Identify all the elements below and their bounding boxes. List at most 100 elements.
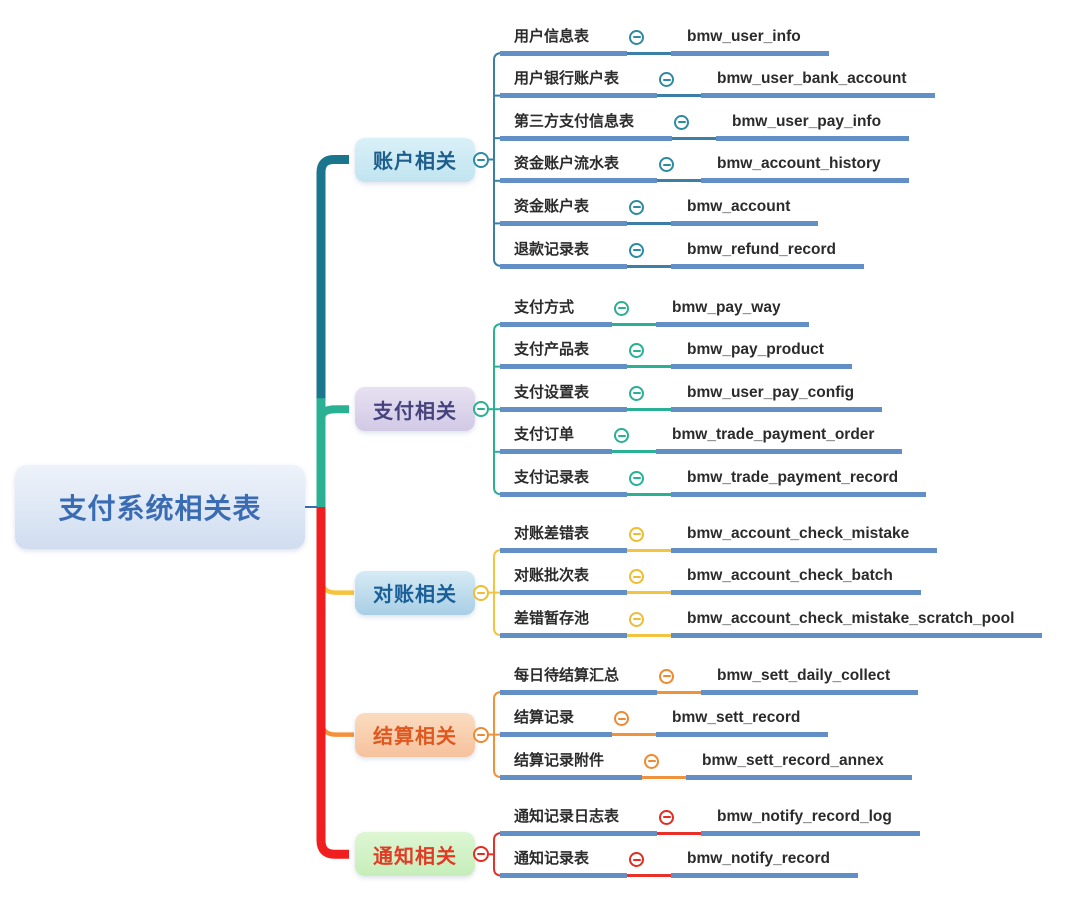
branch-node-label: 结算相关 [373,726,457,749]
collapse-minus-icon[interactable] [473,726,489,743]
child-node-label[interactable]: 通知记录日志表 [500,802,658,836]
child-row: 资金账户流水表 bmw_account_history [500,149,909,184]
child-node-label[interactable]: 支付订单 [500,420,613,455]
table-name-node[interactable]: bmw_account_check_mistake_scratch_pool [671,604,1043,638]
child-node-label[interactable]: 支付设置表 [500,378,628,412]
connector-wire [657,157,702,183]
collapse-minus-icon[interactable] [659,668,675,684]
table-name-node[interactable]: bmw_notify_record_log [701,802,920,836]
table-name-node[interactable]: bmw_pay_way [656,293,809,327]
table-name-node[interactable]: bmw_pay_product [671,335,852,370]
child-row: 差错暂存池 bmw_account_check_mistake_scratch_p… [500,604,1043,638]
child-node-label[interactable]: 结算记录 [500,703,613,738]
table-name-node[interactable]: bmw_account_check_batch [671,561,921,596]
table-name-node[interactable]: bmw_user_pay_config [671,378,883,412]
collapse-minus-icon[interactable] [614,711,630,727]
branch-node-1[interactable]: 账户相关 [355,137,475,182]
collapse-minus-icon[interactable] [473,151,489,168]
connector-wire [657,809,702,835]
child-row: 资金账户表 bmw_account [500,192,819,226]
child-node-label[interactable]: 资金账户表 [500,192,628,226]
collapse-minus-icon[interactable] [629,242,645,258]
collapse-minus-icon[interactable] [629,385,645,401]
child-node-label[interactable]: 支付记录表 [500,463,628,497]
collapse-minus-icon[interactable] [614,300,630,316]
collapse-minus-icon[interactable] [674,114,690,130]
table-name-node[interactable]: bmw_account_check_mistake [671,519,938,553]
connector-wire [642,753,687,779]
child-row: 每日待结算汇总 bmw_sett_daily_collect [500,661,919,695]
connector-wire [627,199,672,225]
child-node-label[interactable]: 用户银行账户表 [500,64,658,99]
root-node[interactable]: 支付系统相关表 [15,465,305,549]
child-row: 支付产品表 bmw_pay_product [500,335,852,370]
collapse-minus-icon[interactable] [629,199,645,215]
collapse-minus-icon[interactable] [659,72,675,88]
collapse-minus-icon[interactable] [473,846,489,863]
collapse-minus-icon[interactable] [629,526,645,542]
child-row: 对账差错表 bmw_account_check_mistake [500,519,938,553]
child-node-label[interactable]: 第三方支付信息表 [500,107,673,141]
table-name-node[interactable]: bmw_trade_payment_record [671,463,927,497]
collapse-minus-icon[interactable] [629,611,645,627]
connector-wire [627,242,672,268]
connector-wire [627,569,672,595]
table-name-node[interactable]: bmw_account_history [701,149,909,184]
child-row: 通知记录表 bmw_notify_record [500,844,858,879]
table-name-node[interactable]: bmw_sett_daily_collect [701,661,919,695]
child-node-label[interactable]: 每日待结算汇总 [500,661,658,695]
table-name-node[interactable]: bmw_user_info [671,22,829,56]
child-node-label[interactable]: 差错暂存池 [500,604,628,638]
collapse-minus-icon[interactable] [614,428,630,444]
table-name-node[interactable]: bmw_sett_record [656,703,829,738]
child-row: 通知记录日志表 bmw_notify_record_log [500,802,920,836]
connector-wire [627,385,672,411]
connector-wire [657,72,702,98]
connector-wire [627,29,672,55]
branch-node-5[interactable]: 通知相关 [355,832,475,877]
collapse-minus-icon[interactable] [629,852,645,868]
table-name-node[interactable]: bmw_trade_payment_order [656,420,903,455]
child-node-label[interactable]: 对账批次表 [500,561,628,596]
child-node-label[interactable]: 对账差错表 [500,519,628,553]
child-node-label[interactable]: 支付方式 [500,293,613,327]
collapse-minus-icon[interactable] [473,584,489,601]
child-row: 第三方支付信息表 bmw_user_pay_info [500,107,910,141]
child-row: 结算记录 bmw_sett_record [500,703,829,738]
branch-node-4[interactable]: 结算相关 [355,712,475,757]
child-node-label[interactable]: 资金账户流水表 [500,149,658,184]
connector-wire [627,852,672,878]
collapse-minus-icon[interactable] [629,29,645,45]
collapse-minus-icon[interactable] [644,753,660,769]
collapse-minus-icon[interactable] [473,401,489,418]
child-row: 对账批次表 bmw_account_check_batch [500,561,921,596]
child-row: 退款记录表 bmw_refund_record [500,235,865,269]
child-row: 支付方式 bmw_pay_way [500,293,809,327]
collapse-minus-icon[interactable] [659,157,675,173]
table-name-node[interactable]: bmw_notify_record [671,844,858,879]
table-name-node[interactable]: bmw_sett_record_annex [686,746,912,780]
child-node-label[interactable]: 结算记录附件 [500,746,643,780]
table-name-node[interactable]: bmw_account [671,192,819,226]
table-name-node[interactable]: bmw_user_bank_account [701,64,935,99]
branch-node-2[interactable]: 支付相关 [355,387,475,432]
child-node-label[interactable]: 通知记录表 [500,844,628,879]
collapse-minus-icon[interactable] [629,343,645,359]
child-row: 支付记录表 bmw_trade_payment_record [500,463,927,497]
child-node-label[interactable]: 用户信息表 [500,22,628,56]
branch-node-3[interactable]: 对账相关 [355,570,475,615]
connector-wire [612,300,657,326]
branch-node-label: 通知相关 [373,845,457,868]
collapse-minus-icon[interactable] [629,470,645,486]
branch-node-label: 账户相关 [373,151,457,173]
root-node-label: 支付系统相关表 [58,493,262,524]
collapse-minus-icon[interactable] [629,569,645,585]
collapse-minus-icon[interactable] [659,809,675,825]
child-node-label[interactable]: 退款记录表 [500,235,628,269]
child-row: 支付设置表 bmw_user_pay_config [500,378,883,412]
child-node-label[interactable]: 支付产品表 [500,335,628,370]
table-name-node[interactable]: bmw_refund_record [671,235,865,269]
child-row: 结算记录附件 bmw_sett_record_annex [500,746,912,780]
table-name-node[interactable]: bmw_user_pay_info [716,107,910,141]
